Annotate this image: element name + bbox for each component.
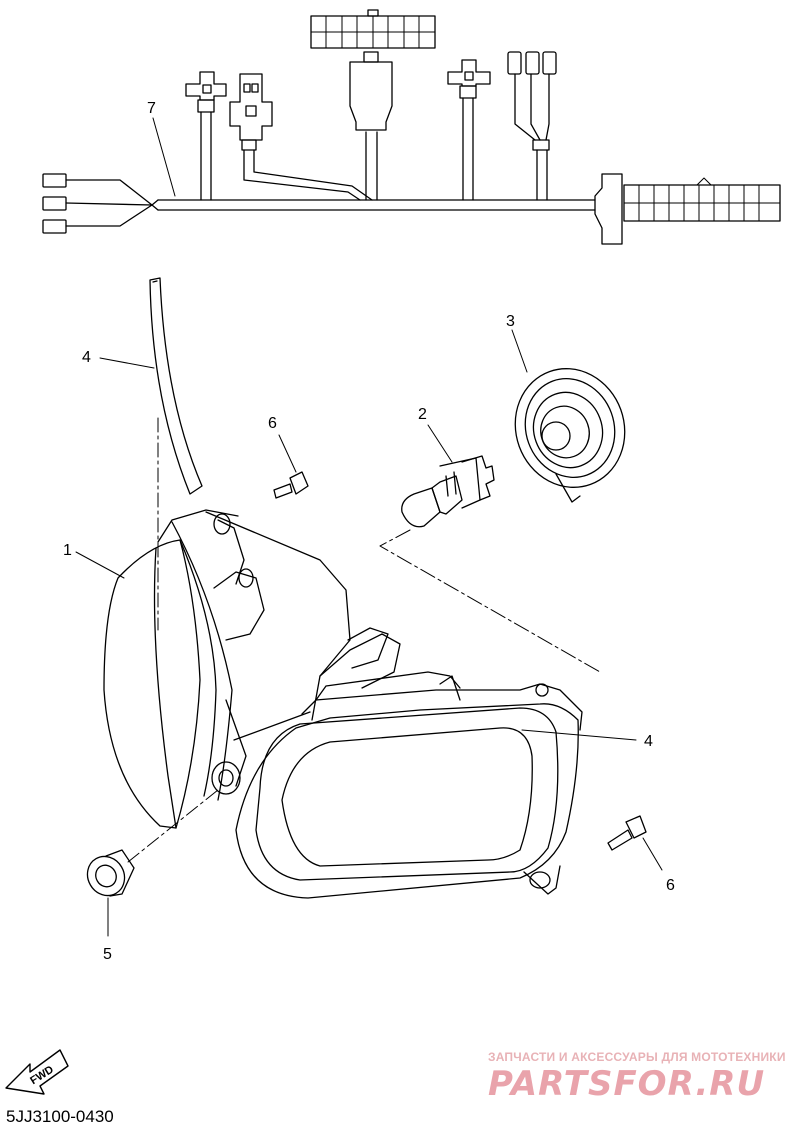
wire-harness [42, 9, 781, 245]
bolt-upper [273, 434, 309, 499]
callout-1: 1 [63, 542, 72, 559]
callout-7: 7 [147, 100, 156, 117]
callout-5: 5 [103, 946, 112, 963]
callout-6-upper: 6 [268, 415, 277, 432]
bolt-lower [607, 815, 663, 871]
headlight-assembly [75, 509, 637, 899]
callout-4-upper: 4 [82, 349, 91, 366]
part-code: 5JJ3100-0430 [6, 1107, 114, 1126]
watermark-logo: PARTSFOR.RU [488, 1064, 766, 1104]
bulb-cover [511, 329, 626, 503]
headlight-bulb [379, 424, 601, 673]
callout-6-lower: 6 [666, 877, 675, 894]
seal-strip-upper [99, 277, 203, 631]
callout-4-lower: 4 [644, 733, 653, 750]
fwd-label: FWD [28, 1064, 56, 1087]
callout-3: 3 [506, 313, 515, 330]
grommet [86, 789, 219, 937]
callout-2: 2 [418, 406, 427, 423]
fwd-arrow: FWD [5, 1049, 69, 1095]
watermark-tagline: ЗАПЧАСТИ И АКСЕССУАРЫ ДЛЯ МОТОТЕХНИКИ [488, 1050, 786, 1064]
